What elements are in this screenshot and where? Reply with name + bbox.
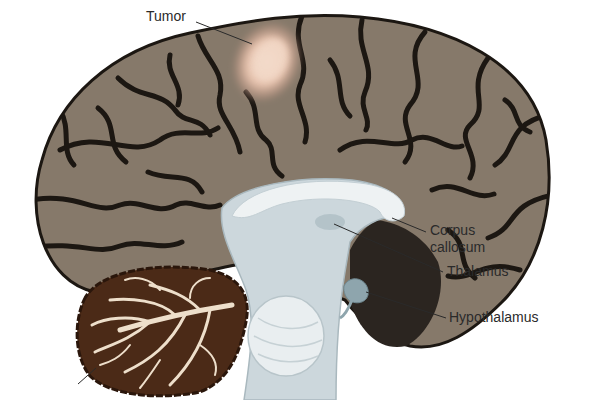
corpus-callosum bbox=[232, 181, 405, 221]
leader-line bbox=[196, 22, 252, 44]
part-label: Thalamus bbox=[447, 263, 508, 280]
sulcus bbox=[148, 172, 202, 192]
tumor-mass bbox=[221, 12, 313, 112]
arbor-branch bbox=[140, 360, 160, 388]
leader-line bbox=[366, 292, 446, 318]
sulcus bbox=[30, 198, 220, 208]
part-label: Tumor bbox=[146, 8, 186, 25]
arbor-branch bbox=[125, 315, 185, 372]
pons bbox=[248, 296, 324, 376]
tumor-core bbox=[246, 33, 294, 86]
part-label: Hypothalamus bbox=[449, 309, 539, 326]
sulcus bbox=[60, 110, 74, 165]
arbor-branch bbox=[125, 278, 160, 290]
cerebellum bbox=[77, 267, 247, 396]
pituitary-stalk bbox=[340, 300, 352, 318]
sulcus bbox=[465, 58, 488, 178]
sulcus bbox=[361, 20, 369, 130]
tumor bbox=[221, 12, 313, 112]
arbor-vitae bbox=[92, 278, 232, 388]
sulcus bbox=[30, 242, 182, 249]
leader-lines bbox=[78, 22, 446, 384]
arbor-branch bbox=[92, 318, 150, 325]
leader-line bbox=[78, 368, 96, 384]
leader-line bbox=[392, 218, 426, 232]
pons-bulge bbox=[248, 296, 324, 376]
sulcus bbox=[298, 16, 306, 142]
sulcus bbox=[198, 36, 240, 152]
thalamus bbox=[315, 214, 345, 230]
arbor-branch bbox=[95, 322, 150, 352]
arbor-branch bbox=[100, 345, 130, 365]
leader-line bbox=[334, 224, 443, 272]
arbor-branch bbox=[200, 345, 216, 375]
sulcus bbox=[330, 60, 350, 116]
arbor-branch bbox=[110, 299, 175, 315]
sulcus bbox=[488, 195, 552, 238]
sulcus bbox=[169, 55, 179, 105]
part-label: Corpus callosum bbox=[430, 222, 502, 256]
sulcus bbox=[98, 108, 126, 162]
hypothalamus bbox=[344, 279, 368, 303]
pons-fibres bbox=[254, 318, 322, 362]
arbor-branch bbox=[190, 278, 210, 298]
sulcus bbox=[505, 100, 530, 132]
cerebellum-shape bbox=[77, 267, 247, 396]
sulcus bbox=[432, 187, 494, 196]
sulcus bbox=[246, 92, 282, 176]
sulcus bbox=[60, 128, 218, 150]
sulcus bbox=[340, 137, 462, 150]
sulcus bbox=[118, 78, 210, 135]
